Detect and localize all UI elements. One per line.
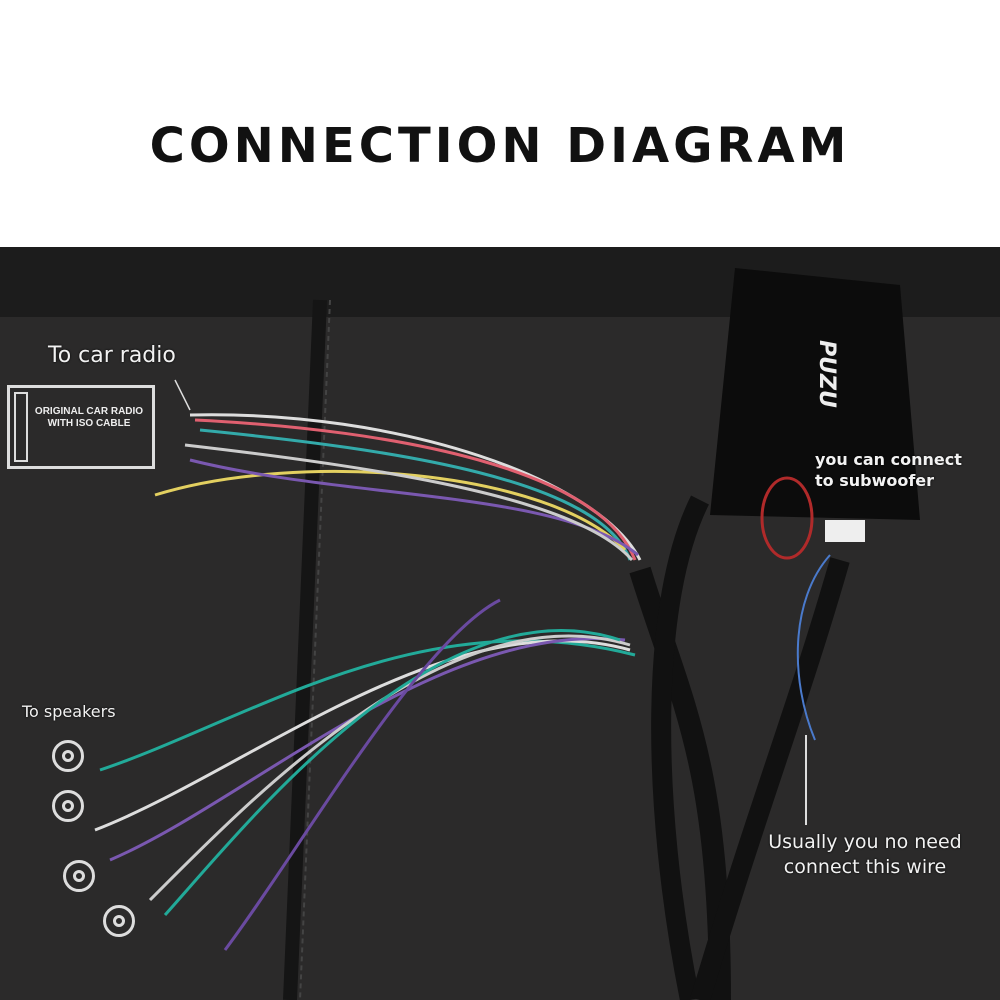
subwoofer-label: you can connect to subwoofer bbox=[815, 450, 962, 490]
speaker-icon bbox=[103, 905, 135, 937]
radio-box-label: ORIGINAL CAR RADIO WITH ISO CABLE bbox=[34, 406, 144, 429]
brand-logo: PUZU bbox=[814, 340, 839, 408]
header: CONNECTION DIAGRAM bbox=[0, 0, 1000, 247]
speaker-icon bbox=[52, 790, 84, 822]
radio-wires bbox=[154, 413, 642, 561]
amplifier-box bbox=[710, 268, 920, 520]
seat-seam bbox=[283, 299, 327, 1000]
diagram-title: CONNECTION DIAGRAM bbox=[149, 118, 851, 174]
speaker-icon bbox=[52, 740, 84, 772]
speaker-wires bbox=[94, 598, 636, 951]
iso-connector-icon bbox=[14, 392, 28, 462]
to-speakers-label: To speakers bbox=[22, 702, 116, 721]
speaker-icon bbox=[63, 860, 95, 892]
no-need-wire-label: Usually you no need connect this wire bbox=[768, 831, 962, 878]
original-radio-box: ORIGINAL CAR RADIO WITH ISO CABLE bbox=[7, 385, 155, 469]
to-car-radio-label: To car radio bbox=[48, 343, 176, 368]
subwoofer-highlight-circle bbox=[760, 476, 814, 560]
